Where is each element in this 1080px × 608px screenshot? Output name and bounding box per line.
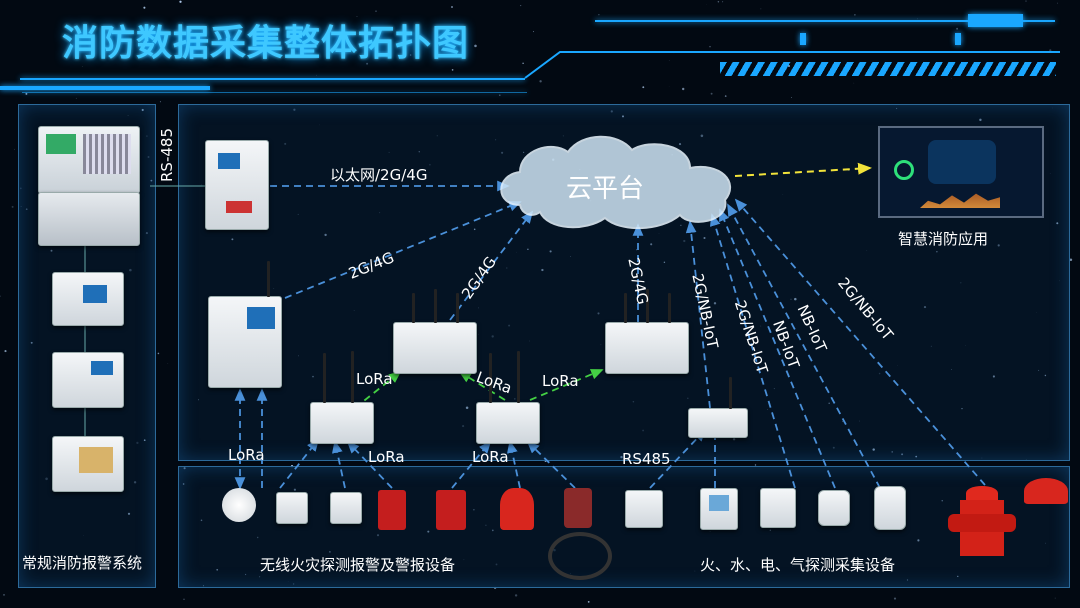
alarm-controller-1	[52, 272, 124, 326]
combustible-gas-alarm	[874, 486, 906, 530]
sound-light-alarm-1	[378, 490, 406, 530]
smoke-vent-dome	[1024, 478, 1068, 504]
conventional-alarm-system-label: 常规消防报警系统	[22, 554, 143, 572]
nb-link-3	[719, 208, 836, 489]
lora-relay-2	[476, 351, 540, 444]
bottom-device-panel	[178, 466, 1070, 588]
lora-down-6	[451, 440, 492, 489]
header-tick-2	[955, 33, 961, 45]
alarm-controller-2	[52, 352, 124, 408]
page-title: 消防数据采集整体拓扑图	[62, 23, 470, 64]
header-line-mid	[22, 92, 527, 93]
power-monitor-1	[625, 490, 663, 528]
lora-green-2	[458, 371, 506, 401]
lora-label-3: LoRa	[542, 372, 579, 390]
lora-label-1: LoRa	[356, 370, 393, 388]
lora-gateway-1	[393, 289, 477, 374]
electric-fire-monitor	[760, 488, 796, 528]
fire-control-console	[38, 126, 140, 246]
alarm-controller-3	[52, 436, 124, 492]
rs485-collector	[688, 377, 748, 438]
header-line-right	[595, 20, 1055, 22]
lora-green-1	[354, 370, 402, 409]
alarm-bell	[500, 488, 534, 530]
smart-fire-app-screen	[878, 126, 1044, 218]
rs485-top-label: RS-485	[158, 128, 176, 182]
transmission-device	[205, 140, 269, 230]
water-pressure-monitor	[700, 488, 738, 530]
smart-fire-app-label: 智慧消防应用	[898, 230, 989, 248]
lora-green-3	[529, 369, 604, 401]
lora-label-left: LoRa	[228, 446, 265, 464]
lora-label-right: LoRa	[472, 448, 509, 466]
lora-down-5	[346, 440, 393, 489]
lora-down-7	[507, 440, 521, 489]
lora-down-8	[526, 440, 576, 489]
header-tick-1	[800, 33, 806, 45]
nb-link-5	[734, 198, 986, 486]
app-link	[734, 162, 872, 177]
header-slant-line	[524, 51, 1060, 79]
rs485-bottom-label: RS485	[622, 450, 671, 468]
header-block-right	[968, 14, 1023, 27]
header-line-left	[20, 78, 525, 80]
smoke-detector-1	[222, 488, 256, 522]
gas-leak-detector	[818, 490, 850, 526]
nb-link-4	[727, 203, 881, 489]
lora-down-4	[332, 440, 346, 489]
heat-detector	[276, 492, 308, 524]
ethernet-label: 以太网/2G/4G	[330, 166, 428, 184]
cloud-shape	[500, 135, 731, 230]
lora-label-mid: LoRa	[368, 448, 405, 466]
lora-relay-1	[310, 351, 374, 444]
sound-light-alarm-2	[436, 490, 466, 530]
collection-devices-label: 火、水、电、气探测采集设备	[700, 556, 896, 574]
rs485-link	[649, 428, 707, 489]
gateway-link-b	[449, 210, 534, 321]
gas-detector	[564, 488, 592, 528]
header-bar-left	[0, 86, 210, 90]
cloud-platform-label: 云平台	[566, 174, 645, 204]
wireless-devices-label: 无线火灾探测报警及警报设备	[260, 556, 456, 574]
wireless-controller	[208, 261, 282, 388]
gateway-link-a	[284, 201, 522, 299]
cable-coil	[548, 532, 612, 580]
header-hatch-bar	[720, 62, 1056, 76]
lora-gateway-2	[605, 289, 689, 374]
lora-down-3	[279, 438, 320, 489]
smoke-detector-2	[330, 492, 362, 524]
fire-hydrant	[948, 486, 1016, 562]
